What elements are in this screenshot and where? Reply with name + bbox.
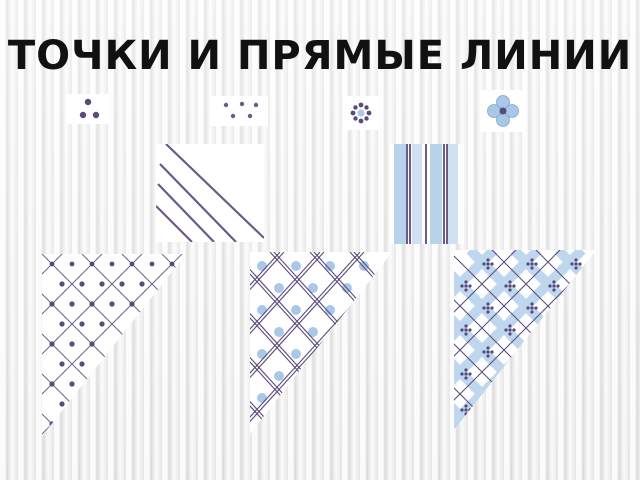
pattern-lattice-dots bbox=[42, 254, 186, 436]
motif-three-dots bbox=[66, 94, 110, 124]
pattern-gingham-flowers bbox=[454, 250, 596, 430]
motif-blue-flower bbox=[480, 90, 526, 132]
pattern-vertical-stripes bbox=[390, 144, 464, 244]
motif-scattered-dots bbox=[210, 96, 268, 126]
pattern-diagonal-lines bbox=[156, 144, 264, 242]
slide-title: ТОЧКИ И ПРЯМЫЕ ЛИНИИ bbox=[7, 33, 633, 79]
motif-dot-rosette bbox=[343, 96, 379, 130]
pattern-plaid-blue-dots bbox=[250, 252, 392, 434]
